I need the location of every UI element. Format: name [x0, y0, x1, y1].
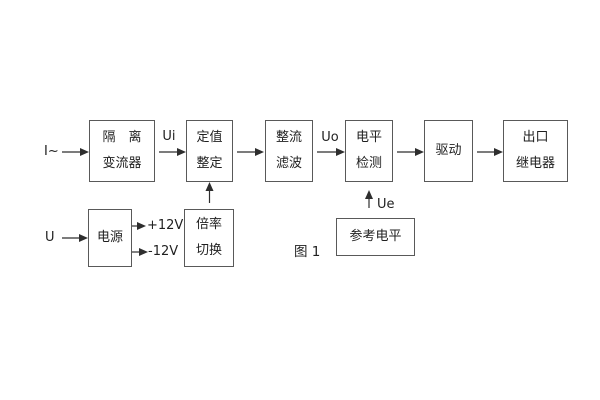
block-rectify-line2: 滤波 [275, 156, 302, 171]
block-isolation-transformer: 隔 离 变流器 [89, 120, 155, 182]
block-rectify-line1: 整流 [275, 130, 302, 145]
block-isolation-line1: 隔 离 [102, 130, 142, 145]
label-uo: Uo [321, 130, 339, 145]
figure-caption: 图 1 [294, 244, 321, 260]
label-input-voltage: U [45, 230, 55, 245]
label-ui: Ui [162, 129, 176, 144]
block-isolation-line2: 变流器 [102, 156, 142, 171]
block-setting-line1: 定值 [196, 130, 223, 145]
block-power-label: 电源 [96, 230, 123, 245]
block-setting-adjust: 定值 整定 [186, 120, 233, 182]
block-reference-label: 参考电平 [349, 229, 402, 244]
label-input-current: I~ [44, 144, 59, 159]
block-level-line2: 检测 [355, 156, 382, 171]
block-output-relay: 出口 继电器 [503, 120, 568, 182]
block-rate-line2: 切换 [195, 243, 222, 258]
block-reference-level: 参考电平 [336, 218, 415, 256]
block-level-detect: 电平 检测 [345, 120, 393, 182]
block-level-line1: 电平 [355, 130, 382, 145]
block-relay-line1: 出口 [522, 130, 549, 145]
block-rate-switch: 倍率 切换 [184, 209, 234, 267]
block-drive: 驱动 [424, 120, 473, 182]
block-setting-line2: 整定 [196, 156, 223, 171]
label-plus-12v: +12V [147, 218, 184, 233]
block-rectify-filter: 整流 滤波 [265, 120, 313, 182]
block-power-supply: 电源 [88, 209, 132, 267]
label-minus-12v: -12V [148, 244, 179, 259]
block-rate-line1: 倍率 [195, 217, 222, 232]
block-drive-label: 驱动 [435, 143, 462, 158]
label-ue: Ue [377, 197, 395, 212]
block-relay-line2: 继电器 [515, 156, 555, 171]
